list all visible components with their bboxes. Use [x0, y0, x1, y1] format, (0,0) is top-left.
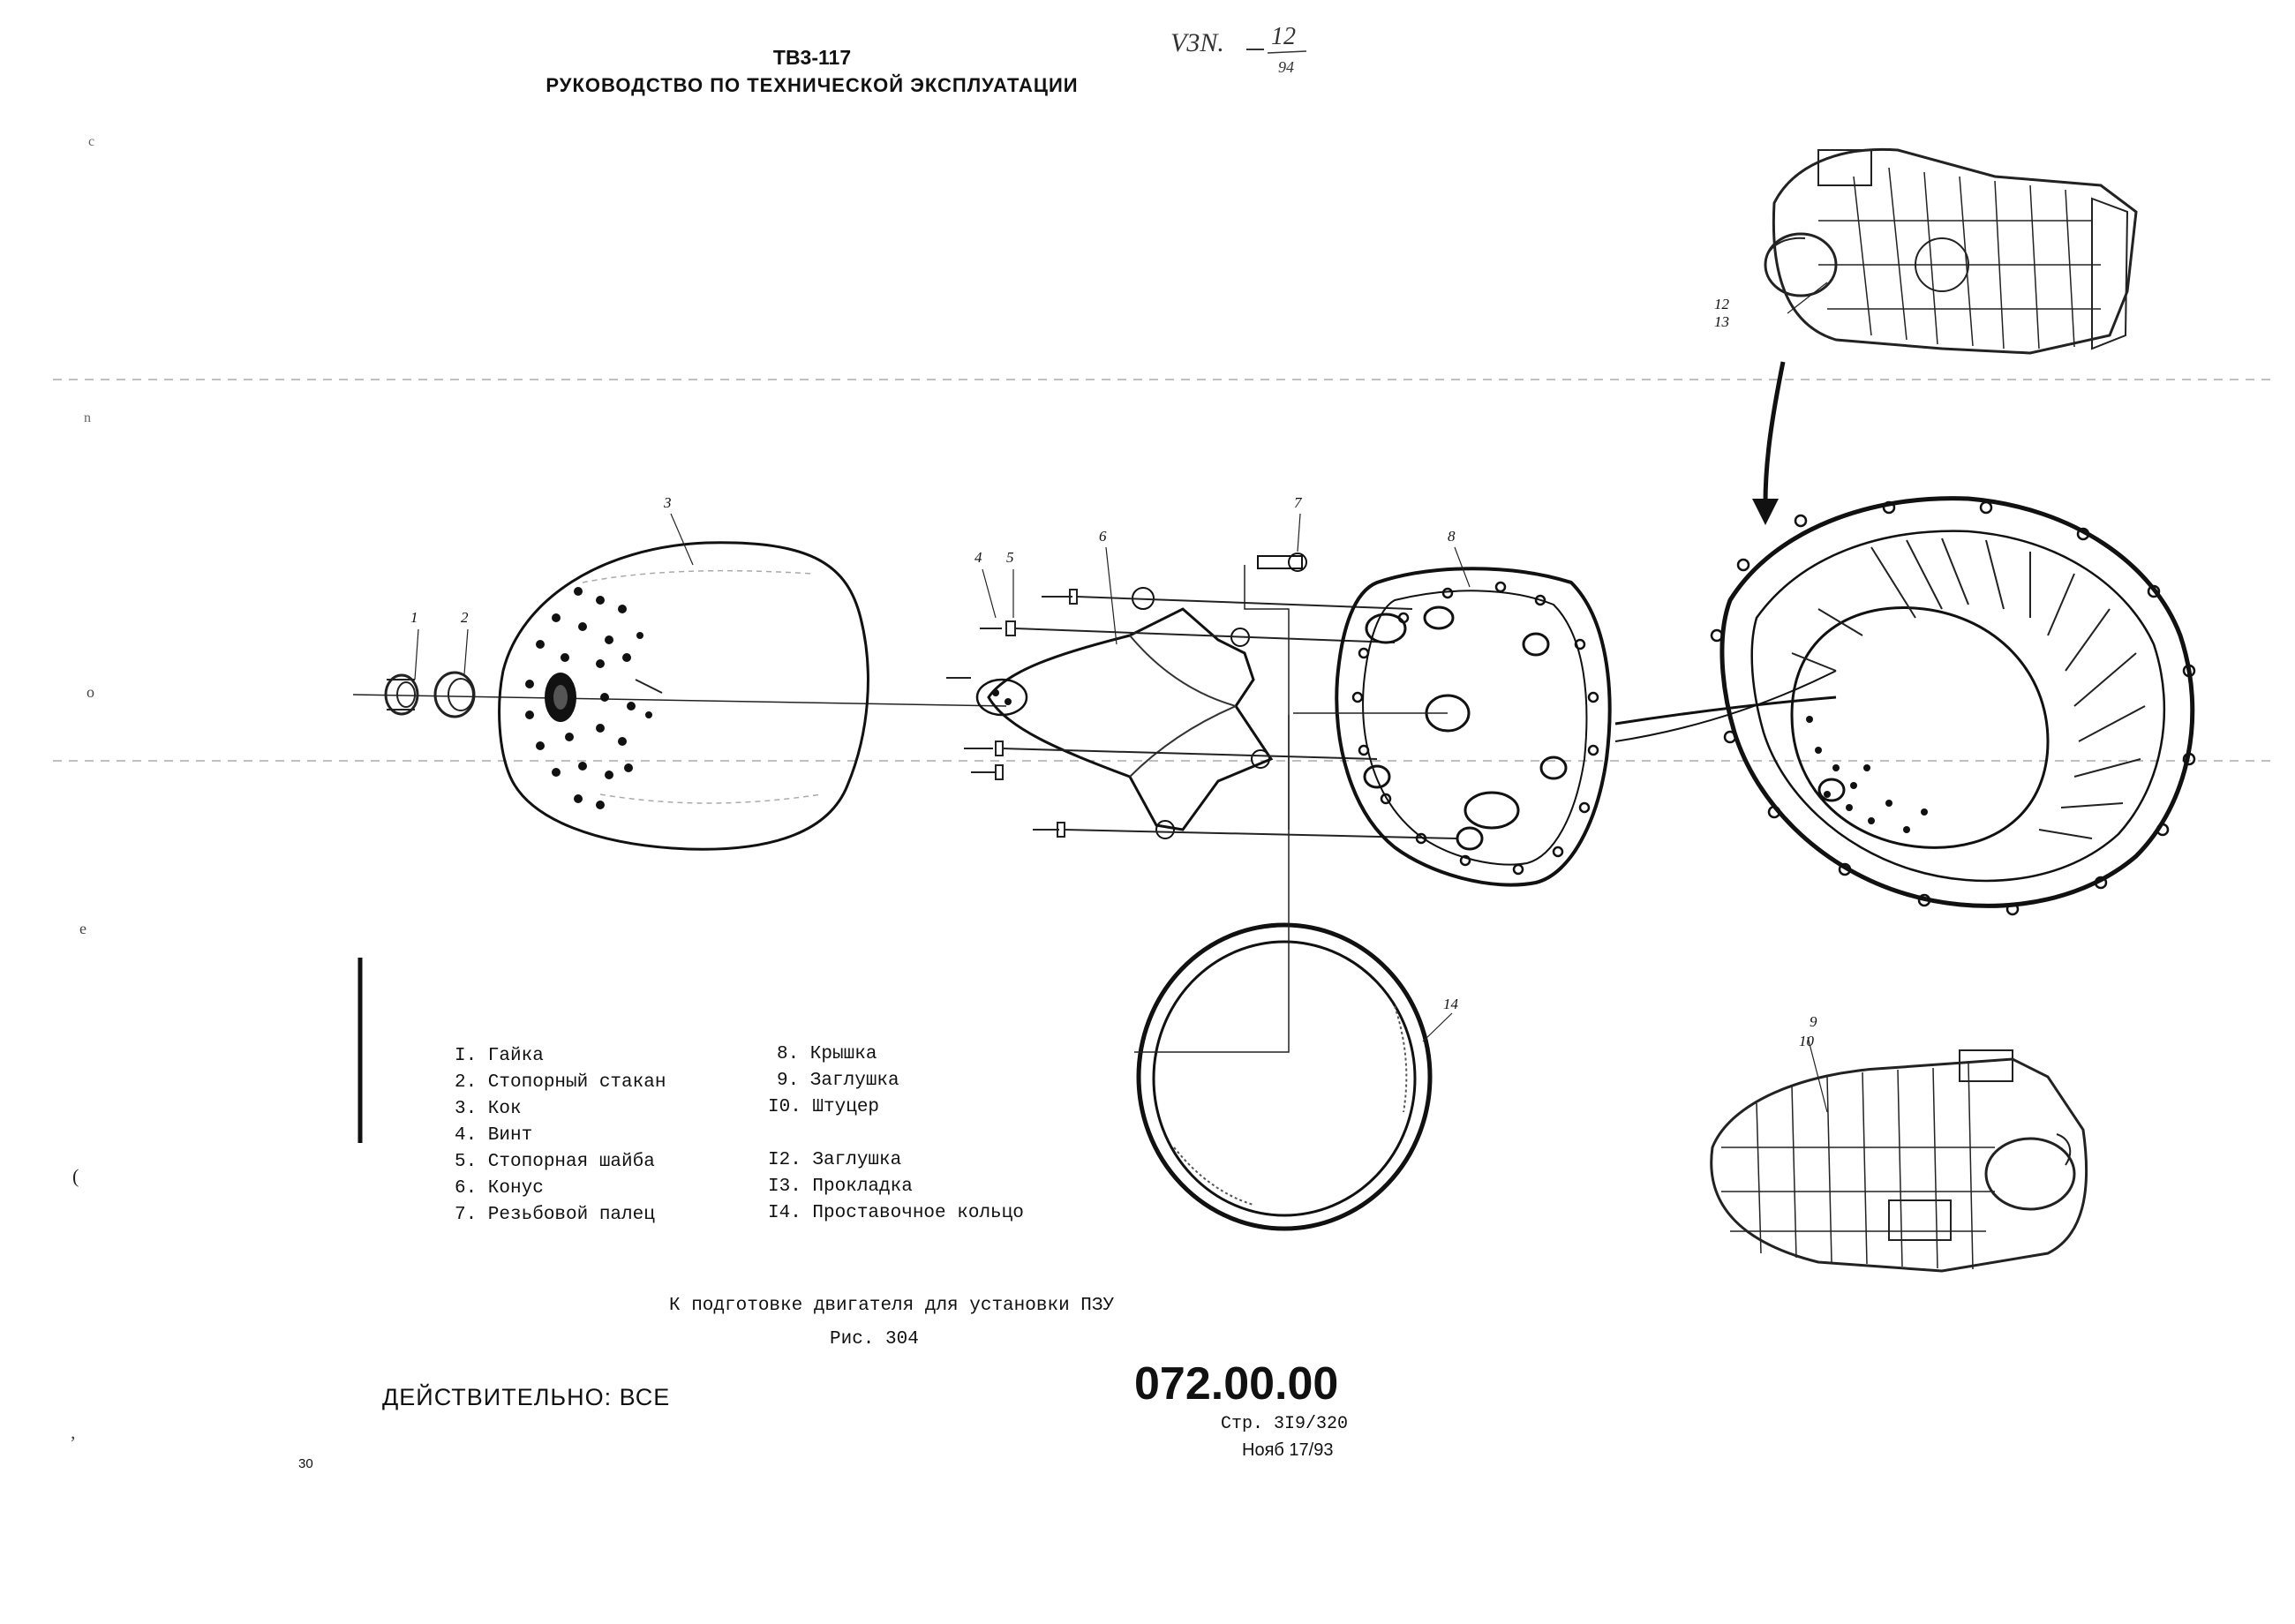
legend-item-3: 3. Кок [455, 1099, 522, 1119]
callout-5: 5 [1006, 549, 1014, 566]
legend-item-2: 2. Стопорный стакан [455, 1072, 666, 1093]
svg-text:c: c [88, 134, 94, 149]
legend-item-12: I2. Заглушка [768, 1150, 902, 1170]
callout-4: 4 [974, 549, 982, 566]
callout-1: 1 [410, 609, 418, 626]
legend-item-8: 8. Крышка [777, 1044, 877, 1064]
callout-8: 8 [1448, 528, 1456, 545]
part-cover-8 [1293, 567, 1612, 887]
chapter-number: 072.00.00 [1134, 1358, 1339, 1410]
engine-view-bottom [1710, 1049, 2088, 1273]
callout-12: 12 [1714, 296, 1729, 312]
callout-10: 10 [1799, 1033, 1814, 1049]
legend-item-1: I. Гайка [455, 1046, 544, 1066]
engine-view-top [1764, 147, 2138, 355]
part-cone-6 [975, 587, 1274, 839]
callout-9: 9 [1810, 1013, 1817, 1030]
manual-title: РУКОВОДСТВО ПО ТЕХНИЧЕСКОЙ ЭКСПЛУАТАЦИИ [546, 74, 1079, 96]
margin-mark: 30 [298, 1456, 313, 1471]
legend-item-7: 7. Резьбовой палец [455, 1205, 655, 1225]
svg-text:,: , [71, 1421, 76, 1443]
page-number: Стр. 3I9/320 [1221, 1414, 1349, 1434]
handwritten-note: V3N. 12 94 [1170, 23, 1307, 76]
svg-text:(: ( [72, 1165, 79, 1187]
legend-item-6: 6. Конус [455, 1178, 544, 1199]
part-spinner-3 [498, 541, 869, 851]
engine-model: ТВ3-117 [772, 46, 852, 69]
part-spacer-ring-14 [1134, 715, 1433, 1231]
part-locking-cup-2 [433, 671, 476, 718]
revision-date: Нояб 17/93 [1242, 1440, 1334, 1460]
legend-item-10: I0. Штуцер [768, 1097, 880, 1117]
callout-13: 13 [1714, 313, 1729, 330]
callout-3: 3 [664, 494, 672, 511]
callout-2: 2 [461, 609, 469, 626]
legend-item-4: 4. Винт [455, 1125, 533, 1146]
legend-item-9: 9. Заглушка [777, 1071, 899, 1091]
svg-text:e: e [79, 920, 87, 937]
svg-text:V3N.: V3N. [1170, 28, 1224, 57]
legend-item-14: I4. Проставочное кольцо [768, 1203, 1024, 1223]
part-threaded-pin-7 [1244, 553, 1307, 830]
svg-text:o: o [87, 683, 94, 701]
svg-text:94: 94 [1278, 58, 1294, 76]
callout-7: 7 [1294, 494, 1302, 511]
engine-inlet-assembly [1710, 496, 2196, 916]
svg-text:12: 12 [1271, 23, 1296, 50]
figure-number: Рис. 304 [830, 1329, 919, 1350]
callout-14: 14 [1443, 996, 1458, 1012]
callout-6: 6 [1099, 528, 1107, 545]
svg-text:n: n [84, 410, 91, 425]
legend-item-5: 5. Стопорная шайба [455, 1152, 655, 1172]
part-nut-1 [384, 673, 419, 716]
legend-item-13: I3. Прокладка [768, 1177, 913, 1197]
figure-caption: К подготовке двигателя для установки ПЗУ [669, 1296, 1115, 1316]
effectivity: ДЕЙСТВИТЕЛЬНО: ВСЕ [382, 1384, 671, 1410]
